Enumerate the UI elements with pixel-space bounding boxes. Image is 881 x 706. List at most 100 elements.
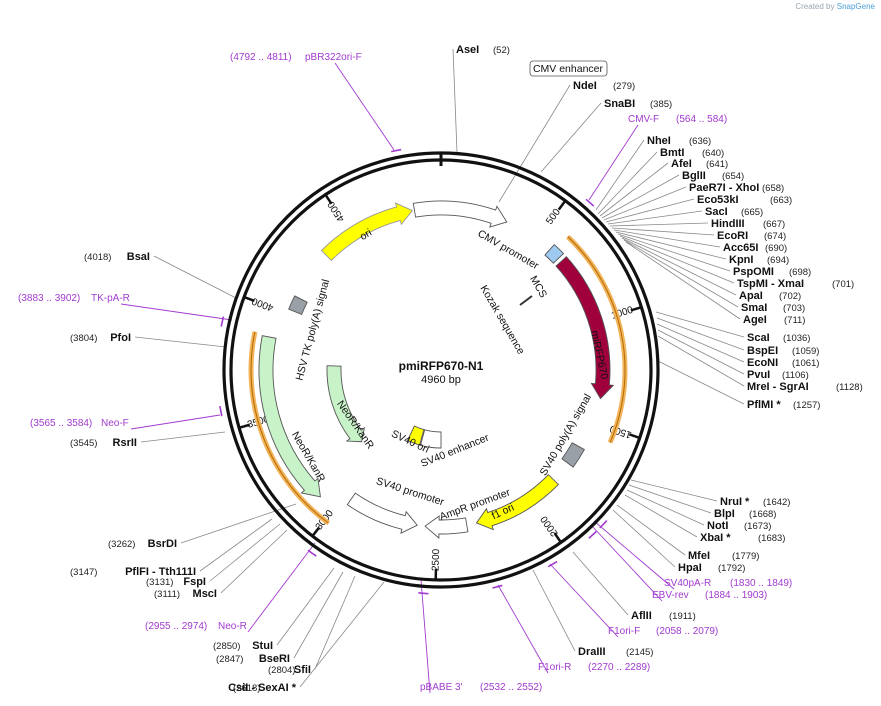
svg-text:(1792): (1792) (718, 563, 745, 574)
svg-text:PflFI - Tth111I: PflFI - Tth111I (125, 566, 196, 578)
highlight-arc-line-0 (567, 236, 626, 443)
primer-sv40pa-r: SV40pA-R(1830 .. 1849) (664, 578, 792, 589)
enzyme-line-bseri (293, 571, 344, 659)
feature-sv40-promoter-8 (346, 492, 418, 534)
enzyme-xbai: XbaI *(1683) (700, 532, 785, 544)
svg-text:NdeI: NdeI (573, 80, 597, 92)
feature-sv40-polya-5 (561, 442, 586, 468)
svg-text:(690): (690) (765, 243, 787, 254)
tick-1000 (630, 305, 642, 312)
svg-text:(385): (385) (650, 99, 672, 110)
enzyme-line-bsai (153, 255, 237, 299)
svg-text:SmaI: SmaI (741, 302, 767, 314)
svg-text:(1036): (1036) (783, 333, 810, 344)
svg-text:F1ori-R: F1ori-R (538, 662, 571, 673)
svg-text:(4018): (4018) (84, 252, 111, 263)
enzyme-hpai: HpaI(1792) (678, 562, 745, 574)
svg-text:Neo-F: Neo-F (101, 418, 129, 429)
feature-label-cmv-promoter-1: CMV promoter (476, 228, 542, 273)
enzyme-fspi: FspI(3131) (146, 576, 206, 588)
enzyme-line-pflmi (655, 359, 745, 405)
svg-text:(1884 .. 1903): (1884 .. 1903) (705, 590, 767, 601)
primer-site-5 (599, 520, 608, 529)
primer-line-f1ori-f (549, 563, 619, 638)
enzyme-paer7i: PaeR7I - XhoI(658) (689, 182, 784, 194)
svg-text:(2058 .. 2079): (2058 .. 2079) (656, 626, 718, 637)
primer-line-tk-pa-r (120, 303, 233, 321)
svg-text:MfeI: MfeI (688, 550, 710, 562)
primer-site-6 (588, 530, 597, 539)
kozak-marker (519, 295, 533, 306)
primer-line-f1ori-r (497, 584, 549, 674)
enzyme-line-kpni (615, 231, 727, 260)
svg-text:(1257): (1257) (793, 400, 820, 411)
enzyme-line-pfoi (134, 336, 227, 348)
enzyme-line-stui (276, 567, 335, 646)
svg-text:(1128): (1128) (836, 382, 863, 393)
svg-text:Neo-R: Neo-R (218, 621, 247, 632)
enzyme-csii: CsiI - SexAI *(2618) (228, 682, 297, 694)
svg-text:Acc65I: Acc65I (723, 242, 758, 254)
svg-text:EBV-rev: EBV-rev (652, 590, 689, 601)
svg-text:CMV-F: CMV-F (628, 114, 659, 125)
svg-text:(665): (665) (741, 207, 763, 218)
primer-line-sv40pa-r (593, 520, 675, 590)
enzyme-line-nhei (595, 139, 645, 211)
tick-4500 (324, 193, 333, 205)
svg-text:(2850): (2850) (213, 641, 240, 652)
enzyme-mfei: MfeI(1779) (688, 550, 759, 562)
enzyme-bsrdi: BsrDI(3262) (108, 538, 177, 550)
svg-text:(2532 .. 2552): (2532 .. 2552) (480, 682, 542, 693)
feature-neor-inner-11 (326, 365, 366, 443)
enzyme-line-pvui (657, 329, 745, 375)
highlight-arc-line-2 (250, 331, 329, 524)
svg-text:(702): (702) (779, 291, 801, 302)
enzyme-smai: SmaI(703) (741, 302, 805, 314)
svg-text:HindIII: HindIII (711, 218, 745, 230)
feature-cmv-promoter-1 (412, 200, 508, 228)
feature-ori-0 (320, 202, 414, 262)
svg-text:PvuI: PvuI (747, 369, 770, 381)
enzyme-afei: AfeI(641) (671, 158, 728, 170)
primer-site-2 (220, 316, 225, 327)
enzyme-acc65i: Acc65I (690) (723, 242, 787, 254)
enzyme-line-mfei (616, 504, 686, 556)
enzyme-blpi: BlpI(1668) (714, 508, 776, 520)
svg-text:(2847): (2847) (216, 654, 243, 665)
primer-line-neo-f (130, 414, 221, 430)
svg-text:pBABE 3': pBABE 3' (420, 682, 463, 693)
tick-4000 (243, 295, 255, 303)
enzyme-saci: SacI(665) (705, 206, 763, 218)
svg-text:SfiI: SfiI (294, 664, 311, 676)
enzyme-econi: EcoNI(1061) (747, 357, 819, 369)
enzyme-pfoi: PfoI(3804) (70, 332, 131, 344)
svg-text:(279): (279) (613, 81, 635, 92)
svg-text:TspMI - XmaI: TspMI - XmaI (737, 278, 804, 290)
primer-neo-r: (2955 .. 2974)Neo-R (145, 621, 247, 632)
primer-site-9 (418, 592, 429, 595)
enzyme-mrei: MreI - SgrAI(1128) (747, 381, 863, 393)
enzyme-line-smai (623, 239, 739, 308)
primer-ebv-rev: EBV-rev (1884 .. 1903) (652, 590, 767, 601)
enzyme-line-bspei (656, 317, 745, 351)
svg-text:(1911): (1911) (669, 611, 696, 622)
svg-text:(3804): (3804) (70, 333, 97, 344)
primer-site-4 (307, 549, 317, 557)
enzyme-line-noti (626, 489, 705, 526)
svg-text:(1059): (1059) (792, 346, 819, 357)
svg-text:TK-pA-R: TK-pA-R (91, 293, 130, 304)
primer-pbr322ori-f: (4792 .. 4811)pBR322ori-F (230, 52, 362, 63)
primer-line-neo-r (247, 542, 316, 633)
enzyme-line-fspi (209, 523, 281, 582)
svg-text:KpnI: KpnI (729, 254, 753, 266)
primer-site-8 (492, 584, 503, 589)
feature-label-kozak-4: Kozak sequence (478, 283, 527, 356)
enzyme-line-blpi (628, 484, 712, 514)
svg-text:NotI: NotI (707, 520, 728, 532)
tick-2000 (553, 532, 562, 544)
primer-cmv-f: CMV-F(564 .. 584) (628, 114, 727, 125)
svg-text:(640): (640) (702, 148, 724, 159)
feature-f1-ori-6 (475, 474, 560, 531)
feature-label-ori-0: ori (358, 227, 374, 243)
svg-text:(1673): (1673) (744, 521, 771, 532)
